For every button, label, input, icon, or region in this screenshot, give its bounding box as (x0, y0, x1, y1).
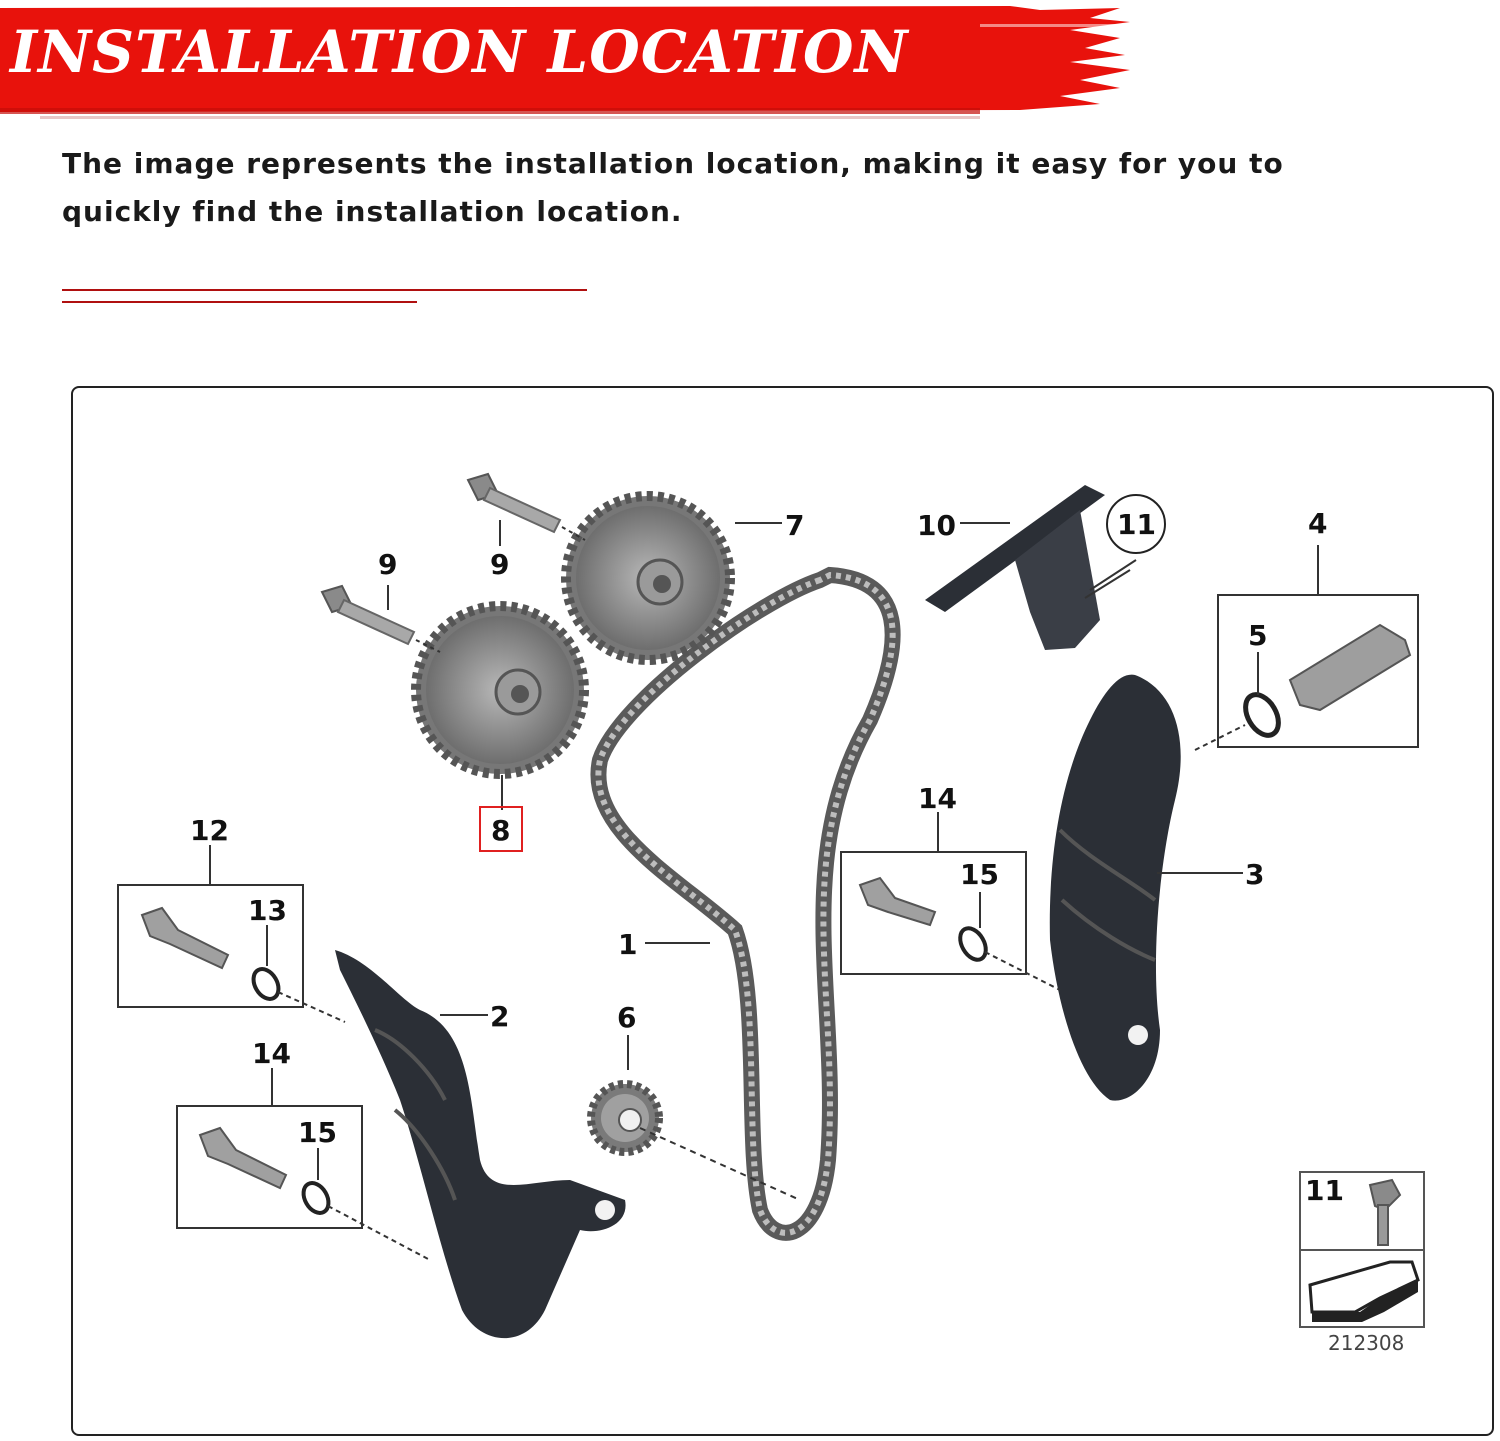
callout-6: 6 (617, 1001, 636, 1034)
callout-15-right: 15 (960, 858, 999, 891)
camshaft-gear-exhaust (561, 491, 735, 665)
header-banner (0, 6, 1140, 119)
chain-tensioner-box (1194, 545, 1419, 751)
timing-chain (590, 566, 901, 1241)
page-title: INSTALLATION LOCATION (10, 18, 909, 86)
callout-7: 7 (785, 509, 804, 542)
camshaft-gear-intake (411, 601, 589, 779)
callout-14-right: 14 (918, 782, 957, 815)
diagram-frame (71, 386, 1494, 1436)
callout-9-lower: 9 (378, 548, 397, 581)
callout-4: 4 (1308, 507, 1327, 540)
callout-15-left: 15 (298, 1116, 337, 1149)
callout-12: 12 (190, 814, 229, 847)
callout-1: 1 (618, 928, 637, 961)
callout-10: 10 (917, 509, 956, 542)
fastener-legend-box (1299, 1171, 1425, 1328)
camshaft-bolt-upper (466, 472, 586, 541)
callout-11-circle (1106, 494, 1166, 554)
intro-text: The image represents the installation lo… (62, 147, 1284, 228)
tensioner-rail (1049, 674, 1181, 1101)
crankshaft-sprocket (587, 1080, 801, 1201)
highlight-box (479, 806, 523, 852)
guide-pin-box-upper-left (117, 845, 346, 1023)
callout-8: 8 (491, 814, 510, 847)
camshaft-bolt-lower (320, 584, 441, 653)
guide-pin-box-right (840, 812, 1061, 991)
callout-11: 11 (1117, 508, 1156, 541)
red-divider (62, 289, 587, 303)
callout-14-left: 14 (252, 1037, 291, 1070)
callout-9-upper: 9 (490, 548, 509, 581)
lower-guide-rail (335, 950, 626, 1339)
legend-callout-11: 11 (1305, 1174, 1344, 1207)
callout-13: 13 (248, 894, 287, 927)
leader-lines (387, 520, 1243, 1070)
callout-2: 2 (490, 1000, 509, 1033)
callout-3: 3 (1245, 858, 1264, 891)
upper-guide-rail (925, 485, 1131, 650)
callout-5: 5 (1248, 619, 1267, 652)
guide-pin-box-lower-left (176, 1068, 431, 1261)
figure-number: 212308 (1328, 1331, 1404, 1355)
